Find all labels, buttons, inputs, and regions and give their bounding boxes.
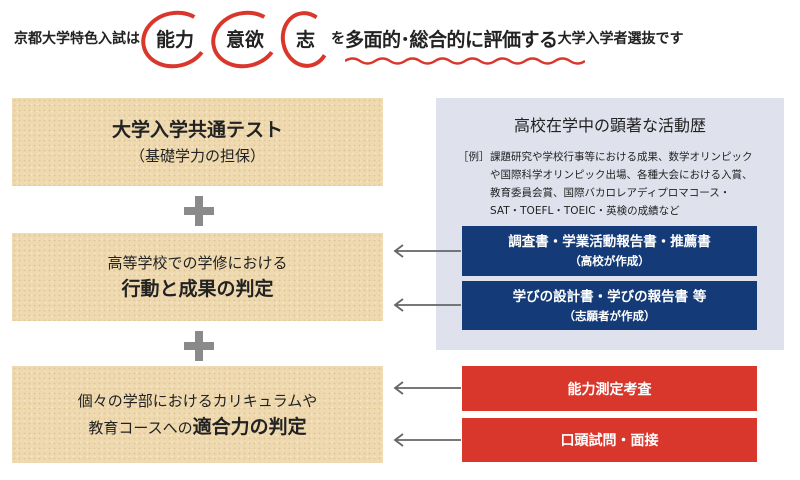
interview-box: 口頭試問・面接 xyxy=(462,418,757,462)
fitness-prefix: 教育コースへの xyxy=(88,418,193,437)
school-documents-title: 調査書・学業活動報告書・推薦書 xyxy=(508,234,711,250)
ability-exam-box: 能力測定考査 xyxy=(462,366,757,411)
activity-examples: ［例］ 課題研究や学校行事等における成果、数学オリンピックや国際科学オリンピック… xyxy=(458,148,755,220)
headline-emphasis-text: 多面的･総合的に評価する xyxy=(345,28,558,51)
common-test-sub: （基礎学力の担保） xyxy=(129,147,265,165)
activity-panel-title: 高校在学中の顕著な活動歴 xyxy=(513,116,706,135)
fitness-bold: 適合力の判定 xyxy=(192,415,307,438)
example-label: ［例］ xyxy=(458,151,490,163)
common-test-title: 大学入学共通テスト xyxy=(111,119,283,141)
fitness-judgment-line1: 個々の学部におけるカリキュラムや xyxy=(77,391,318,410)
common-test-box: 大学入学共通テスト （基礎学力の担保） xyxy=(12,98,383,186)
circled-word-aspiration: 志 xyxy=(290,21,321,56)
applicant-documents-title: 学びの設計書・学びの報告書 等 xyxy=(512,288,707,305)
headline: 京都大学特色入試は 能力 意欲 志 を 多面的･総合的に評価する 大学入学者選抜… xyxy=(14,18,684,65)
example-text: 課題研究や学校行事等における成果、数学オリンピックや国際科学オリンピック出場、各… xyxy=(490,151,753,217)
fitness-judgment-box: 個々の学部におけるカリキュラムや 教育コースへの適合力の判定 xyxy=(12,366,383,463)
applicant-documents-box: 学びの設計書・学びの報告書 等 （志願者が作成） xyxy=(462,281,757,330)
headline-suffix: 大学入学者選抜です xyxy=(557,31,684,47)
arrow-left-icon xyxy=(393,298,461,312)
arrow-left-icon xyxy=(393,433,461,447)
school-documents-box: 調査書・学業活動報告書・推薦書 （高校が作成） xyxy=(462,226,757,276)
high-school-judgment-line1: 高等学校での学修における xyxy=(107,254,288,272)
wavy-underline xyxy=(345,56,586,65)
ability-exam-title: 能力測定考査 xyxy=(567,381,652,398)
headline-prefix: 京都大学特色入試は xyxy=(14,31,140,47)
arrow-left-icon xyxy=(393,381,461,395)
plus-icon xyxy=(184,196,214,226)
headline-emphasis: 多面的･総合的に評価する xyxy=(345,25,586,65)
high-school-judgment-box: 高等学校での学修における 行動と成果の判定 xyxy=(12,233,383,321)
high-school-judgment-line2: 行動と成果の判定 xyxy=(121,278,274,300)
fitness-judgment-line2: 教育コースへの適合力の判定 xyxy=(88,413,306,441)
school-documents-sub: （高校が作成） xyxy=(569,254,650,268)
interview-title: 口頭試問・面接 xyxy=(560,433,659,449)
plus-icon xyxy=(184,331,214,361)
circled-word-ability: 能力 xyxy=(150,21,200,56)
circled-word-motivation: 意欲 xyxy=(220,21,270,56)
applicant-documents-sub: （志願者が作成） xyxy=(563,308,656,323)
headline-particle: を xyxy=(331,31,346,47)
arrow-left-icon xyxy=(393,244,461,258)
